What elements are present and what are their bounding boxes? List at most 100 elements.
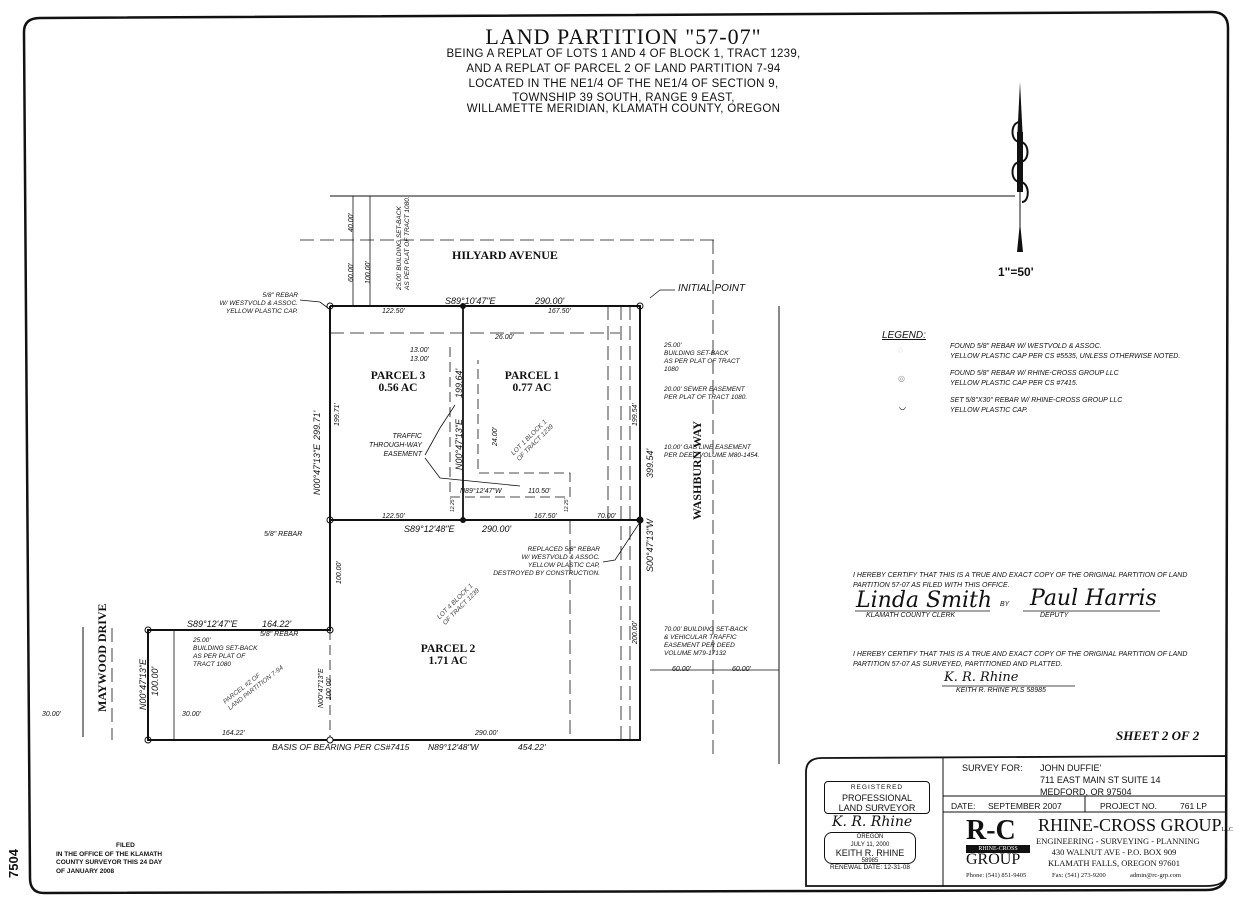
plat-title: LAND PARTITION "57-07" bbox=[485, 24, 762, 49]
parcel-2-label: PARCEL 2 1.71 AC bbox=[418, 643, 478, 667]
bearing-small-west: N00°47'13"E bbox=[138, 658, 148, 710]
dim-30b: 30.00' bbox=[182, 711, 201, 718]
company-details: ENGINEERING - SURVEYING - PLANNING 430 W… bbox=[1036, 836, 1200, 868]
parcel-3-area: 0.56 AC bbox=[378, 382, 418, 394]
found-rebar-rhine-cross-icon: ◎ bbox=[898, 374, 905, 383]
note-traffic-easement: TRAFFIC THROUGH-WAY EASEMENT bbox=[368, 433, 422, 458]
signature-surveyor: K. R. Rhine bbox=[944, 670, 1019, 685]
recording-number: 7504 bbox=[6, 849, 21, 878]
note-west-setback: 25.00' BUILDING SET-BACK AS PER PLAT OF … bbox=[193, 637, 258, 668]
date-label: DATE: bbox=[951, 801, 976, 811]
company-name: RHINE-CROSS GROUPLLC bbox=[1038, 815, 1233, 835]
signature-clerk: Linda Smith bbox=[856, 588, 992, 613]
project-number: 761 LP bbox=[1180, 801, 1207, 811]
length-inner: 199.64' bbox=[454, 368, 464, 398]
role-clerk: KLAMATH COUNTY CLERK bbox=[866, 612, 956, 619]
found-rebar-westvold-icon: ◌ bbox=[898, 346, 903, 355]
dim-199-54: 199.54' bbox=[632, 403, 639, 426]
client-info: JOHN DUFFIE' 711 EAST MAIN ST SUITE 14 M… bbox=[1040, 763, 1161, 797]
length-east: 399.54' bbox=[645, 448, 655, 478]
legend-item-2: FOUND 5/8" REBAR W/ RHINE-CROSS GROUP LL… bbox=[950, 370, 1119, 387]
dim-n89-inner: N89°12'47"W bbox=[460, 488, 502, 495]
subtitle-line-5: WILLAMETTE MERIDIAN, KLAMATH COUNTY, ORE… bbox=[466, 103, 781, 115]
legend-title: LEGEND: bbox=[882, 330, 926, 341]
bearing-inner: N00°47'13"E bbox=[454, 418, 464, 470]
dim-70-mid: 70.00' bbox=[597, 513, 616, 520]
dim-100-top: 100.00' bbox=[365, 261, 372, 284]
dim-100-lower: 100.00' bbox=[336, 561, 343, 584]
bearing-west-lower: N00°47'13"E bbox=[318, 668, 325, 708]
bearing-mid: S89°12'48"E bbox=[404, 524, 455, 534]
dim-167-mid: 167.50' bbox=[534, 513, 557, 520]
dim-13a: 13.00' bbox=[410, 347, 429, 354]
company-logo-group: GROUP bbox=[966, 851, 1021, 868]
length-west-upper: 299.71' bbox=[312, 410, 322, 440]
note-top-setback: 25.00' BUILDING SET-BACK AS PER PLAT OF … bbox=[396, 196, 411, 290]
bearing-north: S89°10'47"E bbox=[445, 296, 496, 306]
surveyor-stamp: OREGON JULY 11, 2000 KEITH R. RHINE 5898… bbox=[824, 832, 916, 864]
filing-stamp: FILED IN THE OFFICE OF THE KLAMATH COUNT… bbox=[56, 842, 163, 875]
dim-26: 26.00' bbox=[495, 334, 514, 341]
dim-24: 24.00' bbox=[492, 427, 499, 446]
note-replaced-rebar: REPLACED 5/8" REBAR W/ WESTVOLD & ASSOC.… bbox=[493, 546, 600, 577]
dim-13b: 13.00' bbox=[410, 356, 429, 363]
dim-12-25b: 12.25' bbox=[564, 498, 570, 512]
set-rebar-icon: ◡ bbox=[899, 402, 906, 411]
company-phone: Phone: (541) 851-9405 bbox=[966, 872, 1027, 879]
basis-of-bearing: BASIS OF BEARING PER CS#7415 bbox=[272, 742, 410, 752]
length-small-west: 100.00' bbox=[150, 666, 160, 696]
legend-item-3: SET 5/8"X30" REBAR W/ RHINE-CROSS GROUP … bbox=[950, 397, 1123, 414]
bearing-west-upper: N00°47'13"E bbox=[312, 443, 322, 495]
bearing-small-top: S89°12'47"E bbox=[187, 619, 238, 629]
parcel-1-label: PARCEL 1 0.77 AC bbox=[502, 370, 562, 394]
note-east-setback: 25.00' BUILDING SET-BACK AS PER PLAT OF … bbox=[664, 342, 740, 373]
certification-clerk-text: I HEREBY CERTIFY THAT THIS IS A TRUE AND… bbox=[853, 572, 1188, 589]
dim-12-25a: 12.25' bbox=[450, 498, 456, 512]
parcel-2-area: 1.71 AC bbox=[428, 655, 468, 667]
parcel-3-label: PARCEL 3 0.56 AC bbox=[368, 370, 428, 394]
dim-167-top: 167.50' bbox=[548, 308, 571, 315]
parcel-3-name: PARCEL 3 bbox=[370, 370, 426, 382]
signature-deputy: Paul Harris bbox=[1030, 586, 1157, 611]
dim-60a: 60.00' bbox=[672, 666, 691, 673]
bearing-east: S00°47'13"W bbox=[645, 518, 655, 572]
street-washburn-way: WASHBURN WAY bbox=[690, 420, 704, 520]
company-logo-rc: R-C bbox=[966, 815, 1016, 846]
subtitle-line-3: LOCATED IN THE NE1/4 OF THE NE1/4 OF SEC… bbox=[468, 78, 779, 90]
note-rebar-low: 5/8" REBAR bbox=[260, 631, 299, 638]
parcel-2-name: PARCEL 2 bbox=[420, 643, 476, 655]
length-north: 290.00' bbox=[535, 296, 565, 306]
dim-200: 200.00' bbox=[632, 621, 639, 644]
note-rebar-mid: 5/8" REBAR bbox=[264, 531, 303, 538]
length-south: 454.22' bbox=[518, 742, 546, 752]
dim-60b: 60.00' bbox=[732, 666, 751, 673]
stamp-signature: K. R. Rhine bbox=[832, 814, 913, 830]
dim-40: 40.00' bbox=[348, 213, 355, 232]
north-arrow-icon bbox=[1011, 82, 1029, 252]
subtitle-line-4: TOWNSHIP 39 SOUTH, RANGE 9 EAST, bbox=[512, 92, 735, 104]
by-label: BY bbox=[1000, 601, 1010, 608]
dim-60-top: 60.00' bbox=[348, 263, 355, 282]
dim-30a: 30.00' bbox=[42, 711, 61, 718]
certification-surveyor-text: I HEREBY CERTIFY THAT THIS IS A TRUE AND… bbox=[853, 651, 1188, 668]
street-hilyard-avenue: HILYARD AVENUE bbox=[452, 248, 558, 262]
bearing-south: N89°12'48"W bbox=[428, 742, 479, 752]
street-maywood-drive: MAYWOOD DRIVE bbox=[95, 603, 109, 712]
company-logo-band: RHINE-CROSS bbox=[966, 845, 1030, 853]
company-email: admin@rc-grp.com bbox=[1130, 872, 1181, 879]
company-fax: Fax: (541) 273-9200 bbox=[1052, 872, 1106, 879]
role-surveyor: KEITH R. RHINE PLS 58985 bbox=[956, 687, 1046, 694]
length-west-lower: 100.00' bbox=[326, 677, 333, 700]
scale-label: 1"=50' bbox=[998, 265, 1034, 279]
length-small-top: 164.22' bbox=[262, 619, 292, 629]
subtitle-line-2: AND A REPLAT OF PARCEL 2 OF LAND PARTITI… bbox=[466, 63, 781, 75]
survey-for-label: SURVEY FOR: bbox=[962, 763, 1023, 773]
note-sewer-easement: 20.00' SEWER EASEMENT PER PLAT OF TRACT … bbox=[664, 386, 748, 401]
dim-122-mid: 122.50' bbox=[382, 513, 405, 520]
date-value: SEPTEMBER 2007 bbox=[988, 801, 1062, 811]
role-deputy: DEPUTY bbox=[1040, 612, 1069, 619]
surveyor-registration-box: REGISTERED PROFESSIONAL LAND SURVEYOR bbox=[824, 781, 930, 814]
note-east-70-setback: 70.00' BUILDING SET-BACK & VEHICULAR TRA… bbox=[664, 626, 748, 657]
